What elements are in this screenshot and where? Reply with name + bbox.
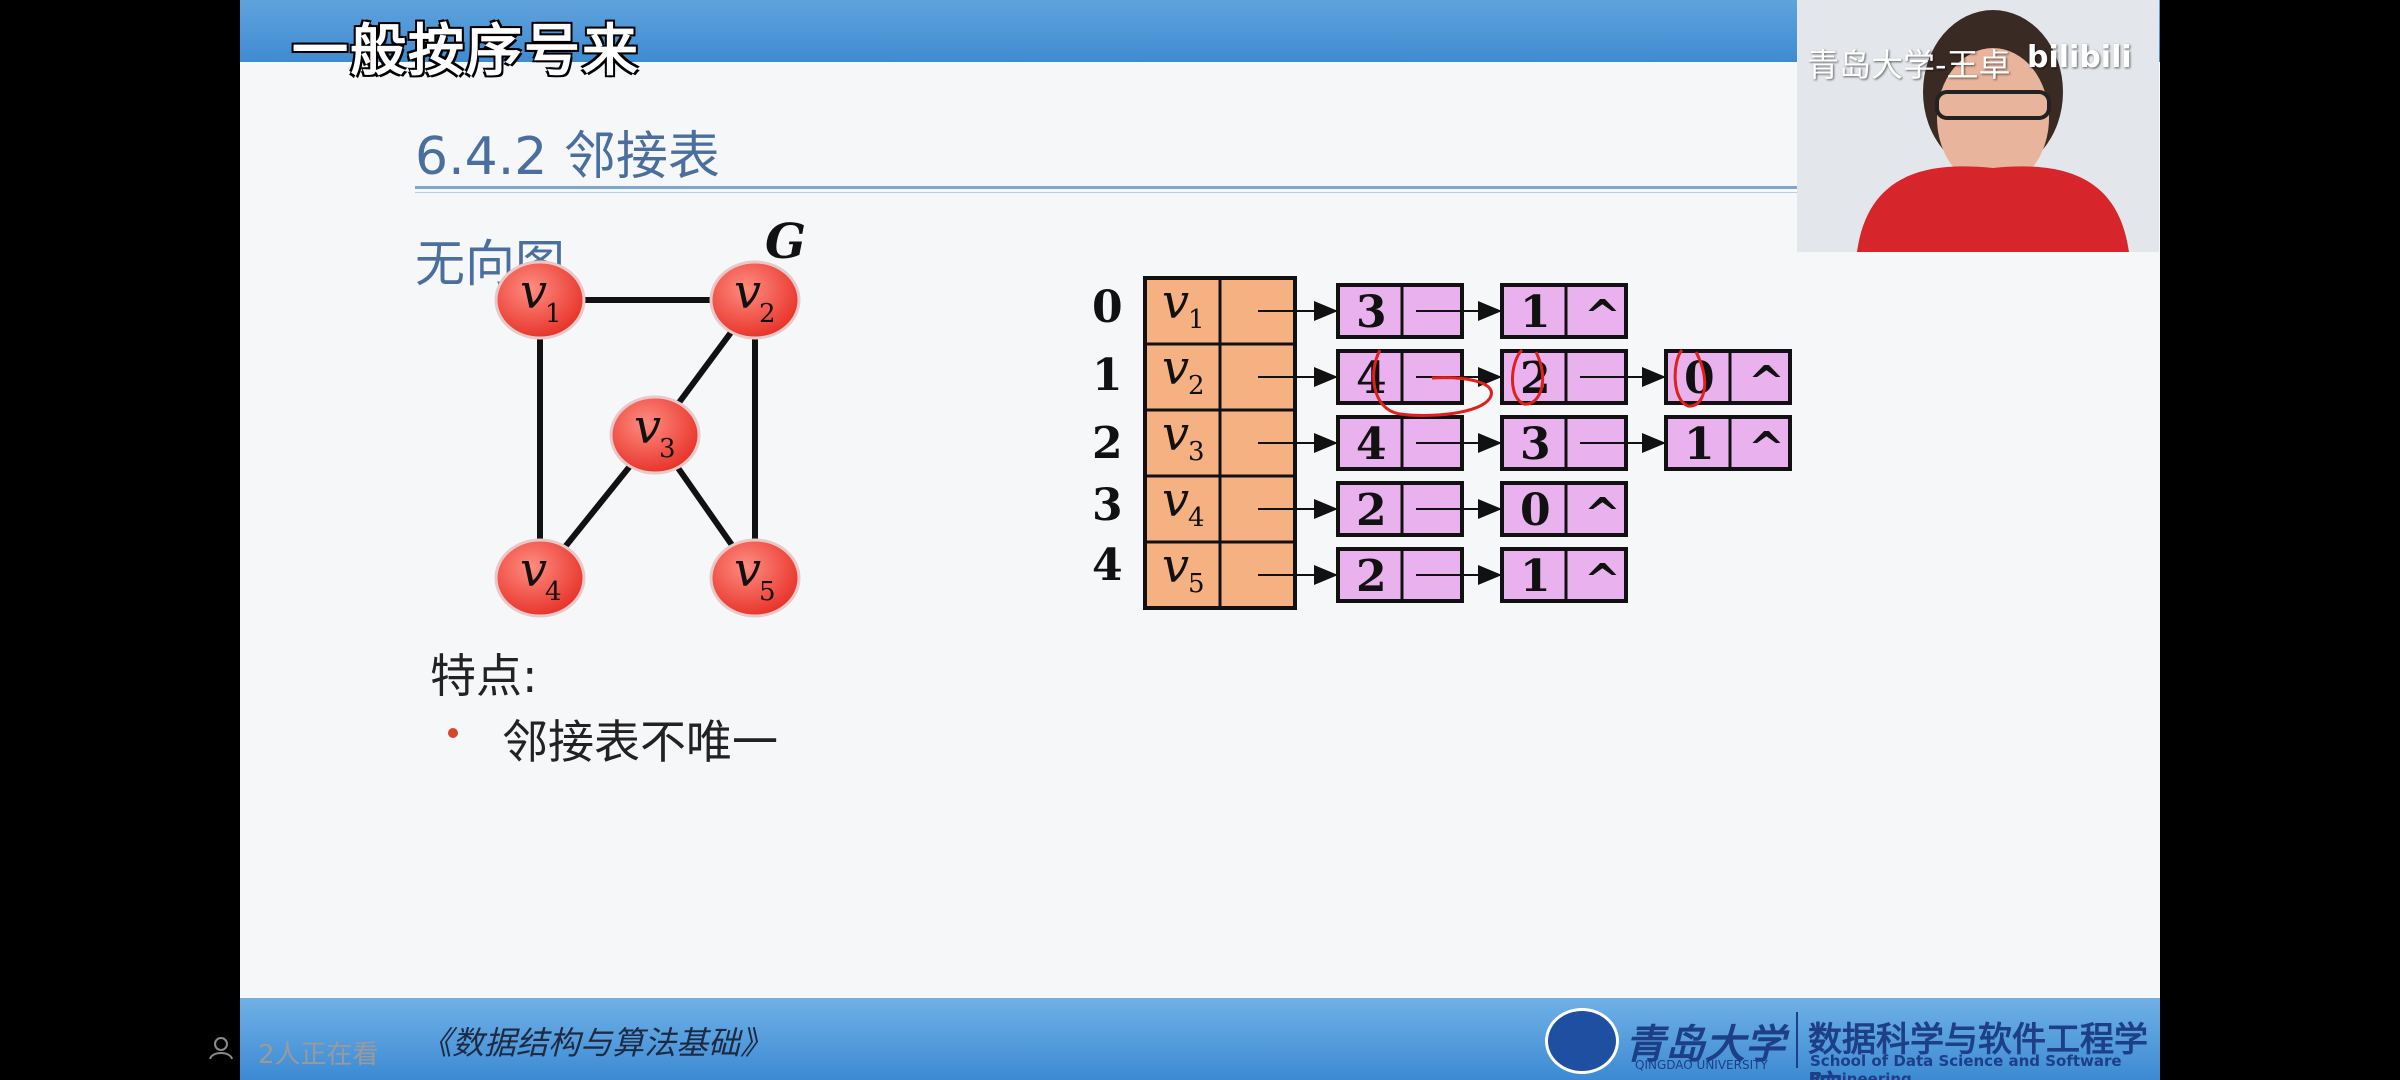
viewer-count: 2人正在看 bbox=[258, 1040, 379, 1070]
footer-divider bbox=[1796, 1012, 1798, 1068]
list-node: 4 bbox=[1336, 415, 1502, 471]
video-subtitle: 一般按序号来 bbox=[292, 19, 640, 84]
null-pointer-symbol: ^ bbox=[1584, 291, 1621, 342]
viewer-icon bbox=[209, 1037, 233, 1060]
adjvex-value: 2 bbox=[1356, 551, 1387, 602]
presenter-webcam: 青岛大学-王卓 bilibili bbox=[1797, 0, 2159, 252]
graph-vertex-v3: v 3 bbox=[609, 395, 701, 475]
svg-text:3: 3 bbox=[1188, 437, 1205, 467]
svg-text:2: 2 bbox=[759, 299, 776, 329]
null-pointer-symbol: ^ bbox=[1584, 489, 1621, 540]
graph-vertex-v2: v 2 bbox=[709, 260, 801, 340]
list-node: 0^ bbox=[1500, 481, 1628, 540]
university-seal-icon bbox=[1545, 1008, 1619, 1074]
svg-text:v: v bbox=[1162, 538, 1189, 594]
department-name-en: School of Data Science and Software Engi… bbox=[1810, 1052, 2122, 1080]
svg-text:3: 3 bbox=[659, 434, 676, 464]
adjvex-value: 4 bbox=[1356, 419, 1387, 470]
bilibili-logo: bilibili bbox=[2027, 40, 2132, 75]
svg-text:v: v bbox=[1162, 274, 1189, 330]
list-node: 1^ bbox=[1500, 283, 1628, 342]
svg-text:5: 5 bbox=[759, 577, 776, 607]
graph-and-adjacency-diagram: v 1 v 2 v 3 v 4 v 5 0 1 2 3 4 bbox=[494, 260, 1792, 618]
list-node: 3 bbox=[1336, 283, 1502, 339]
list-node: 4 bbox=[1336, 349, 1502, 405]
svg-text:v: v bbox=[1162, 472, 1189, 528]
adjvex-value: 1 bbox=[1684, 419, 1715, 470]
index-label: 4 bbox=[1092, 540, 1123, 591]
list-node: 1^ bbox=[1664, 415, 1792, 474]
vertex-head-array: v 1 v 2 v 3 v 4 v 5 bbox=[1143, 274, 1297, 610]
svg-text:4: 4 bbox=[545, 577, 562, 607]
index-label: 0 bbox=[1092, 282, 1123, 333]
null-pointer-symbol: ^ bbox=[1748, 357, 1785, 408]
svg-text:v: v bbox=[1162, 406, 1189, 462]
svg-text:v: v bbox=[734, 542, 761, 598]
adjacency-indices: 0 1 2 3 4 bbox=[1092, 282, 1123, 591]
handwritten-annotations bbox=[1372, 348, 1707, 417]
title-divider bbox=[415, 186, 2055, 189]
webcam-caption: 青岛大学-王卓 bbox=[1807, 46, 2011, 84]
index-label: 1 bbox=[1092, 350, 1123, 401]
adjvex-value: 1 bbox=[1520, 551, 1551, 602]
list-node: 3 bbox=[1500, 415, 1666, 471]
index-label: 3 bbox=[1092, 480, 1123, 531]
svg-text:2: 2 bbox=[1188, 371, 1205, 401]
adjvex-value: 3 bbox=[1356, 287, 1387, 338]
adjvex-value: 2 bbox=[1356, 485, 1387, 536]
adjvex-value: 2 bbox=[1520, 353, 1551, 404]
svg-text:1: 1 bbox=[545, 299, 562, 329]
svg-text:v: v bbox=[1162, 340, 1189, 396]
university-name-en: QINGDAO UNIVERSITY bbox=[1635, 1058, 1768, 1072]
adjvex-value: 1 bbox=[1520, 287, 1551, 338]
feature-bullet-text: 邻接表不唯一 bbox=[502, 715, 778, 769]
presenter-avatar bbox=[1797, 0, 2159, 252]
features-label: 特点: bbox=[430, 649, 538, 703]
department-name: 数据科学与软件工程学院 bbox=[1808, 1020, 2148, 1080]
index-label: 2 bbox=[1092, 418, 1123, 469]
list-node: 2 bbox=[1336, 481, 1502, 537]
adjvex-value: 3 bbox=[1520, 419, 1551, 470]
section-title: 6.4.2 邻接表 bbox=[415, 127, 720, 187]
university-name: 青岛大学 bbox=[1625, 1021, 1785, 1068]
list-node: 2 bbox=[1336, 547, 1502, 603]
svg-text:v: v bbox=[634, 399, 661, 455]
svg-text:1: 1 bbox=[1188, 305, 1205, 335]
null-pointer-symbol: ^ bbox=[1584, 555, 1621, 606]
title-divider-thin bbox=[415, 192, 2055, 193]
graph-vertex-v1: v 1 bbox=[494, 260, 586, 340]
adjvex-value: 4 bbox=[1356, 353, 1387, 404]
bullet-dot bbox=[448, 728, 458, 738]
svg-text:v: v bbox=[734, 264, 761, 320]
list-node: 0^ bbox=[1664, 349, 1792, 408]
null-pointer-symbol: ^ bbox=[1748, 423, 1785, 474]
graph-name: G bbox=[765, 214, 806, 270]
list-node: 1^ bbox=[1500, 547, 1628, 606]
adjvex-value: 0 bbox=[1520, 485, 1551, 536]
slide-footer-band bbox=[240, 998, 2160, 1080]
svg-text:5: 5 bbox=[1188, 569, 1205, 599]
svg-text:v: v bbox=[520, 542, 547, 598]
list-node: 2 bbox=[1500, 349, 1666, 405]
svg-text:v: v bbox=[520, 264, 547, 320]
course-name: 《数据结构与算法基础》 bbox=[420, 1024, 773, 1062]
graph-vertex-v5: v 5 bbox=[709, 538, 801, 618]
graph-vertex-v4: v 4 bbox=[494, 538, 586, 618]
svg-text:4: 4 bbox=[1188, 503, 1205, 533]
